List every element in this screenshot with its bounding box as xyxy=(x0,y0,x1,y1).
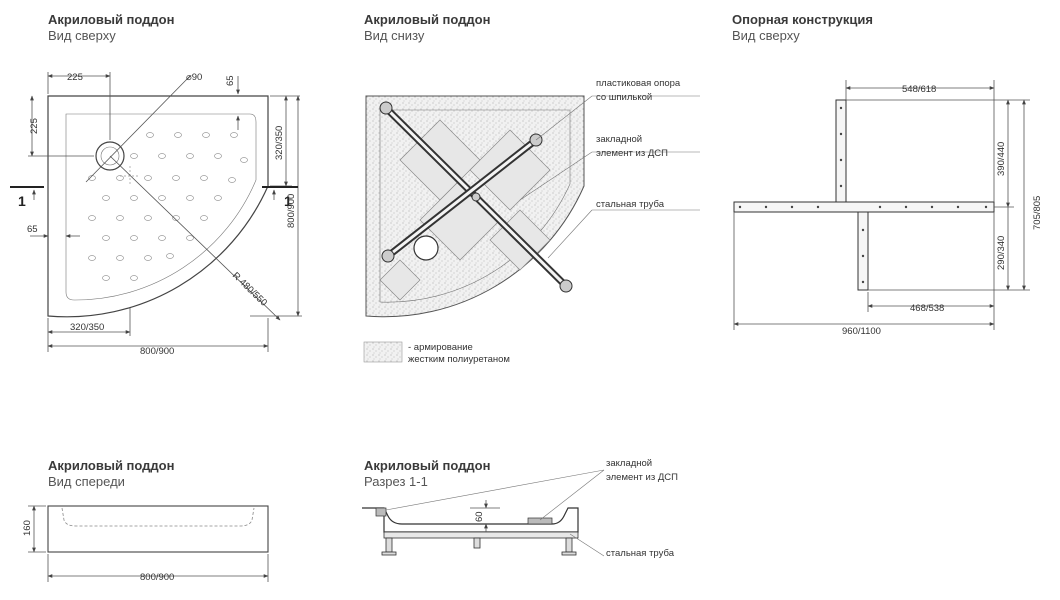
dim-top-65: 65 xyxy=(225,75,236,86)
tray-outline xyxy=(47,95,269,318)
callout-chipboard-insert-line1: закладной xyxy=(596,134,642,145)
callout-chipboard-insert-line2: элемент из ДСП xyxy=(596,148,668,159)
callout-plastic-support-line1: пластиковая опора xyxy=(596,78,681,89)
drain-outer xyxy=(95,141,125,171)
dim-right-800: 800/900 xyxy=(286,194,297,228)
anti-slip-dots xyxy=(88,132,248,281)
center-marks xyxy=(120,166,140,186)
frame-view-title: Опорная конструкция xyxy=(732,12,873,27)
legend-swatch xyxy=(363,341,403,363)
legend-text-line1: - армирование xyxy=(408,342,473,353)
section-insert-left xyxy=(375,507,387,517)
tray-inner-rim xyxy=(65,113,257,301)
dim-frame-290: 290/340 xyxy=(996,236,1007,270)
dim-left-65: 65 xyxy=(27,224,38,235)
top-view-subtitle: Вид сверху xyxy=(48,28,116,43)
dim-left-225: 225 xyxy=(29,118,40,134)
dim-front-height: 160 xyxy=(22,520,33,536)
drain-underside xyxy=(413,235,439,261)
underside-rim xyxy=(379,109,571,303)
section-mark-left: 1 xyxy=(10,186,44,209)
bottom-view-leaders xyxy=(519,95,700,259)
legend-text-line2: жестким полиуретаном xyxy=(408,354,510,365)
front-view-body xyxy=(47,505,269,553)
dim-radius: R 480/550 xyxy=(230,270,269,308)
panel-front-view: Акриловый поддон Вид спереди 160 800/900 xyxy=(22,458,269,583)
front-view-dimension-lines xyxy=(28,505,269,582)
dim-frame-960: 960/1100 xyxy=(842,326,881,337)
panel-bottom-view: Акриловый поддон Вид снизу xyxy=(363,12,700,365)
dim-section-depth: 60 xyxy=(474,511,485,522)
frame-dimension-lines xyxy=(733,80,1030,330)
bottom-view-subtitle: Вид снизу xyxy=(364,28,425,43)
drain-inner xyxy=(100,146,120,166)
support-frame xyxy=(733,99,995,291)
dim-drain-diameter: ⌀90 xyxy=(186,72,202,83)
plastic-supports xyxy=(379,101,573,293)
dim-front-width: 800/900 xyxy=(140,572,174,583)
dim-bottom-320: 320/350 xyxy=(70,322,104,333)
dim-frame-468: 468/538 xyxy=(910,303,944,314)
front-view-subtitle: Вид спереди xyxy=(48,474,125,489)
panel-frame-view: Опорная конструкция Вид сверху xyxy=(732,12,1043,337)
front-view-bowl xyxy=(61,507,255,527)
dim-top-225: 225 xyxy=(67,72,83,83)
dim-bottom-800: 800/900 xyxy=(140,346,174,357)
section-callout-insert-line1: закладной xyxy=(606,458,652,469)
bottom-view-title: Акриловый поддон xyxy=(364,12,490,27)
section-steel-pipe xyxy=(383,531,579,539)
svg-text:1: 1 xyxy=(18,193,26,209)
dim-frame-705: 705/805 xyxy=(1032,196,1043,230)
section-view-title: Акриловый поддон xyxy=(364,458,490,473)
dim-frame-548: 548/618 xyxy=(902,84,936,95)
section-leaders xyxy=(385,469,605,557)
section-callout-pipe: стальная труба xyxy=(606,548,675,559)
section-view-subtitle: Разрез 1-1 xyxy=(364,474,428,489)
front-view-title: Акриловый поддон xyxy=(48,458,174,473)
callout-steel-pipe: стальная труба xyxy=(596,199,665,210)
section-callout-insert-line2: элемент из ДСП xyxy=(606,472,678,483)
callout-plastic-support-line2: со шпилькой xyxy=(596,92,652,103)
section-legs xyxy=(381,537,577,556)
svg-text:1: 1 xyxy=(284,193,292,209)
dim-frame-390: 390/440 xyxy=(996,142,1007,176)
section-mark-right: 1 xyxy=(262,186,298,209)
panel-section-view: Акриловый поддон Разрез 1-1 60 закладной… xyxy=(362,458,678,559)
section-insert-right xyxy=(527,517,553,525)
dim-right-320: 320/350 xyxy=(274,126,285,160)
frame-view-subtitle: Вид сверху xyxy=(732,28,800,43)
panel-top-view: Акриловый поддон Вид сверху xyxy=(10,12,302,357)
section-dimension-lines xyxy=(470,500,500,532)
top-view-title: Акриловый поддон xyxy=(48,12,174,27)
